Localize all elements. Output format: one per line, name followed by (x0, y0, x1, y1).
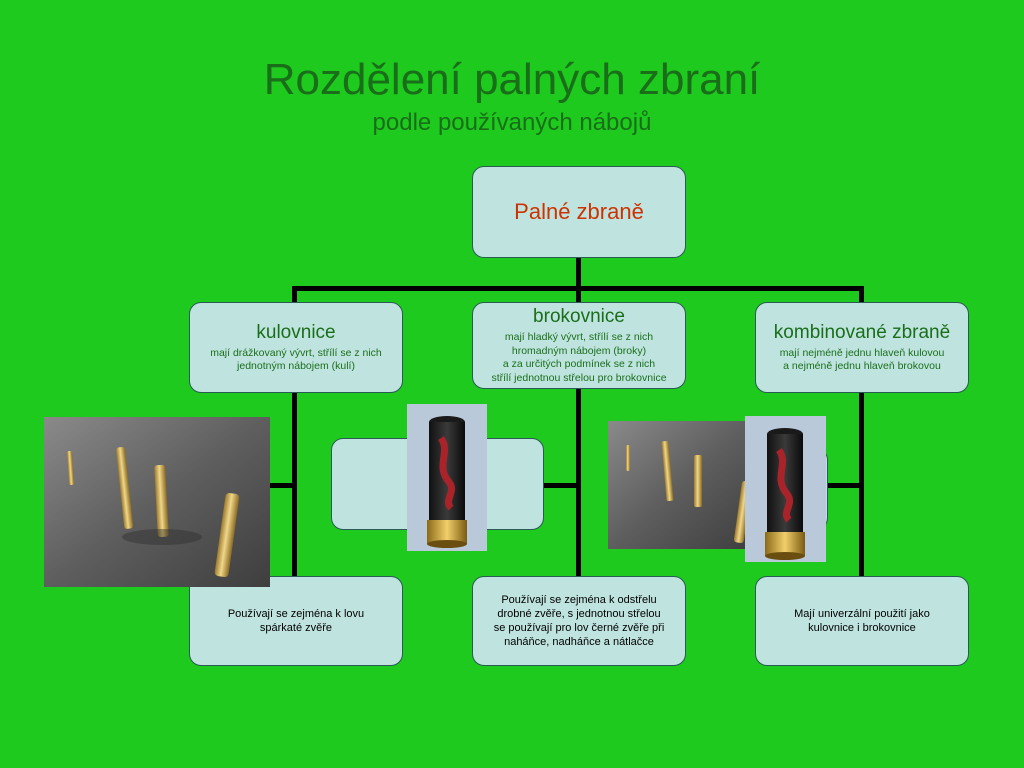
usage-text: Mají univerzální použití jako kulovnice … (794, 608, 930, 634)
category-description: mají nejméně jednu hlaveň kulovou a nejm… (779, 346, 945, 373)
connector-line (826, 483, 864, 488)
connector-line (576, 257, 581, 289)
category-node-brokovnice: brokovnice mají hladký vývrt, střílí se … (472, 302, 686, 389)
category-title: kulovnice (256, 321, 336, 343)
connector-line (576, 286, 581, 304)
root-node: Palné zbraně (472, 166, 686, 258)
category-node-kombinovane: kombinované zbraně mají nejméně jednu hl… (755, 302, 969, 393)
shotgun-shell-photo (407, 404, 487, 551)
slide-title: Rozdělení palných zbraní (263, 55, 761, 104)
rifle-cartridges-photo (608, 421, 754, 549)
category-node-kulovnice: kulovnice mají drážkovaný vývrt, střílí … (189, 302, 403, 393)
usage-node-kulovnice: Používají se zejména k lovu spárkaté zvě… (189, 576, 403, 666)
usage-text: Používají se zejména k lovu spárkaté zvě… (227, 608, 365, 634)
category-title: kombinované zbraně (773, 321, 951, 343)
connector-line (292, 286, 297, 304)
connector-line (264, 483, 297, 488)
usage-node-kombinovane: Mají univerzální použití jako kulovnice … (755, 576, 969, 666)
usage-text: Používají se zejména k odstřelu drobné z… (493, 594, 665, 648)
rifle-cartridges-photo (44, 417, 270, 587)
slide-subtitle: podle používaných nábojů (372, 109, 652, 136)
category-description: mají hladký vývrt, střílí se z nich hrom… (491, 331, 667, 384)
usage-node-brokovnice: Používají se zejména k odstřelu drobné z… (472, 576, 686, 666)
connector-line (859, 286, 864, 304)
category-title: brokovnice (533, 306, 625, 327)
root-node-label: Palné zbraně (514, 199, 644, 224)
shotgun-shell-photo (745, 416, 826, 562)
connector-line (541, 483, 581, 488)
category-description: mají drážkovaný vývrt, střílí se z nich … (210, 346, 382, 373)
